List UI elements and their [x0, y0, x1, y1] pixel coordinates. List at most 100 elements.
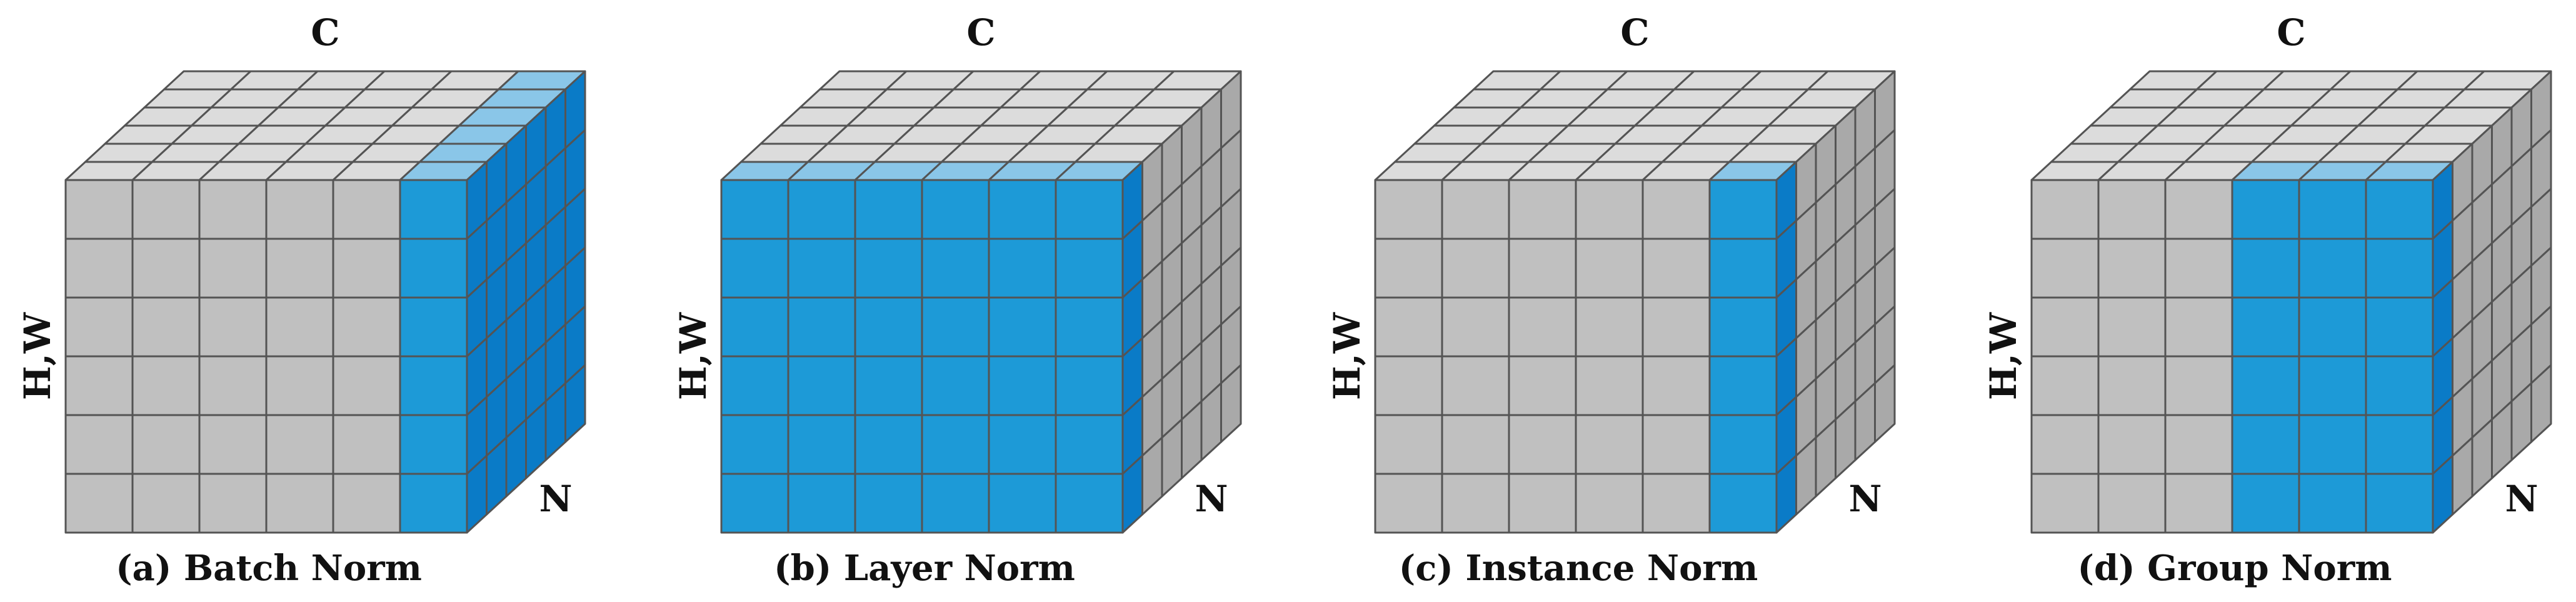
front-cell-normalized: [720, 355, 789, 416]
front-cell-normalized: [1708, 355, 1778, 416]
front-cell: [2097, 179, 2167, 240]
front-cell: [332, 238, 401, 299]
panel-caption: (a) Batch Norm: [116, 548, 422, 589]
front-cell: [1641, 179, 1711, 240]
front-cell-normalized: [1708, 296, 1778, 358]
front-cell: [1374, 296, 1443, 358]
front-cell: [64, 414, 134, 475]
front-cell-normalized: [399, 414, 468, 475]
front-cell: [2164, 473, 2233, 534]
front-cell: [332, 179, 401, 240]
front-cell: [1575, 414, 1644, 475]
front-cell: [1641, 238, 1711, 299]
front-cell-normalized: [2231, 355, 2300, 416]
front-cell-normalized: [921, 355, 990, 416]
spatial-axis-label: H,W: [1982, 312, 2025, 400]
front-cell: [1575, 238, 1644, 299]
panel-caption: (b) Layer Norm: [774, 548, 1075, 589]
front-cell: [265, 238, 334, 299]
front-cell: [1374, 238, 1443, 299]
front-cell-normalized: [2298, 414, 2367, 475]
front-cell: [1441, 473, 1510, 534]
front-cell-normalized: [921, 296, 990, 358]
panel-batch-norm: C H,W N (a) Batch Norm: [16, 11, 586, 589]
front-cell: [265, 355, 334, 416]
front-cell-normalized: [399, 238, 468, 299]
front-cell: [1508, 355, 1577, 416]
front-cell-normalized: [1708, 414, 1778, 475]
front-cell-normalized: [854, 414, 923, 475]
front-cell: [1508, 296, 1577, 358]
front-cell: [64, 296, 134, 358]
front-cell: [131, 355, 201, 416]
front-cell-normalized: [399, 179, 468, 240]
front-cell: [131, 179, 201, 240]
front-cell-normalized: [2298, 473, 2367, 534]
tensor-cube: [720, 70, 1242, 534]
front-cell-normalized: [787, 355, 856, 416]
front-cell-normalized: [1055, 414, 1124, 475]
front-cell: [2164, 355, 2233, 416]
front-cell: [1441, 179, 1510, 240]
front-cell: [64, 238, 134, 299]
channel-axis-label: C: [2277, 11, 2305, 54]
tensor-cube: [2030, 70, 2552, 534]
front-cell: [131, 296, 201, 358]
front-cell: [1575, 473, 1644, 534]
front-cell-normalized: [988, 355, 1057, 416]
front-cell: [198, 238, 268, 299]
front-cell-normalized: [921, 473, 990, 534]
front-cell-normalized: [787, 179, 856, 240]
front-cell: [1441, 414, 1510, 475]
front-cell-normalized: [1708, 473, 1778, 534]
front-cell: [332, 473, 401, 534]
front-cell: [1508, 238, 1577, 299]
panel-group-norm: C H,W N (d) Group Norm: [1982, 11, 2552, 589]
front-cell-normalized: [787, 473, 856, 534]
spatial-axis-label: H,W: [16, 312, 59, 400]
front-cell: [332, 355, 401, 416]
front-cell-normalized: [854, 238, 923, 299]
front-cell: [2097, 355, 2167, 416]
front-cell-normalized: [2298, 355, 2367, 416]
front-cell: [198, 355, 268, 416]
front-cell: [265, 473, 334, 534]
front-cell-normalized: [720, 414, 789, 475]
front-cell: [64, 355, 134, 416]
front-cell-normalized: [2365, 473, 2434, 534]
front-cell: [198, 296, 268, 358]
front-cell: [2097, 473, 2167, 534]
front-cell: [1641, 414, 1711, 475]
front-cell-normalized: [720, 296, 789, 358]
front-cell: [265, 414, 334, 475]
front-cell: [2097, 238, 2167, 299]
front-cell-normalized: [988, 414, 1057, 475]
front-cell-normalized: [399, 355, 468, 416]
front-cell-normalized: [1055, 238, 1124, 299]
front-cell-normalized: [1708, 179, 1778, 240]
front-cell-normalized: [1055, 296, 1124, 358]
front-cell: [265, 296, 334, 358]
front-cell-normalized: [1055, 355, 1124, 416]
front-cell: [1374, 179, 1443, 240]
front-cell: [1641, 355, 1711, 416]
front-cell: [1575, 179, 1644, 240]
front-cell: [2030, 355, 2100, 416]
front-cell-normalized: [720, 179, 789, 240]
front-cell-normalized: [988, 179, 1057, 240]
front-cell-normalized: [1055, 179, 1124, 240]
front-cell-normalized: [988, 238, 1057, 299]
front-cell: [265, 179, 334, 240]
front-cell: [1441, 296, 1510, 358]
panel-caption: (d) Group Norm: [2078, 548, 2392, 589]
front-cell: [2164, 179, 2233, 240]
front-cell-normalized: [2365, 355, 2434, 416]
batch-axis-label: N: [1195, 478, 1228, 520]
front-cell-normalized: [787, 296, 856, 358]
front-cell: [2097, 296, 2167, 358]
front-cell-normalized: [787, 238, 856, 299]
channel-axis-label: C: [311, 11, 339, 54]
front-cell-normalized: [2365, 238, 2434, 299]
front-cell: [2164, 238, 2233, 299]
